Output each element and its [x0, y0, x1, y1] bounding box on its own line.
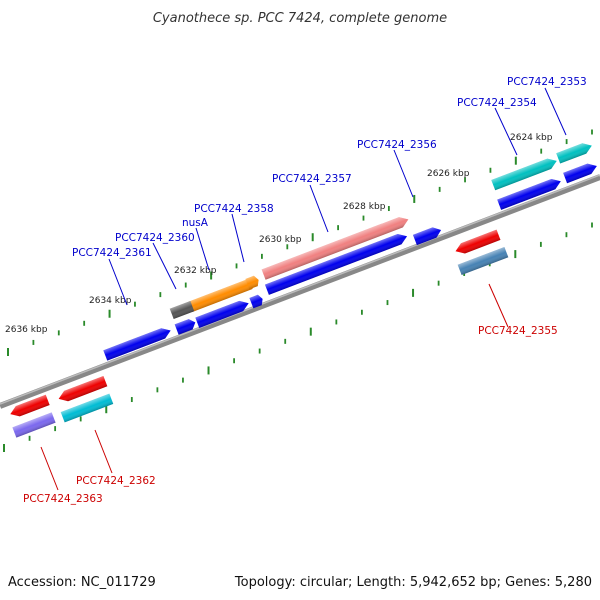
leader-line-nusA	[195, 227, 210, 271]
gene-feature-PCC7424_2357	[261, 217, 409, 280]
cds-feature-PCC7424_2356	[412, 227, 442, 246]
leader-line-2354	[494, 107, 518, 156]
scale-label-2628: 2628 kbp	[343, 202, 386, 212]
genome-summary-text: Topology: circular; Length: 5,942,652 bp…	[234, 575, 592, 590]
gene-feature-nusA	[188, 278, 258, 312]
cds-feature-PCC7424_2360-shading	[174, 319, 196, 335]
genome-backbone	[0, 174, 600, 409]
gene-label-PCC7424_2354: PCC7424_2354	[457, 97, 537, 109]
genome-backbone-highlight	[0, 174, 600, 405]
cds-feature-PCC7424_2355-shading	[455, 229, 501, 254]
leader-line-2357	[309, 184, 329, 233]
gene-feature-PCC7424_2363	[12, 412, 56, 438]
gene-label-PCC7424_2357: PCC7424_2357	[272, 173, 352, 185]
leader-line-2358	[231, 213, 245, 263]
cds-feature-PCC7424_2360	[174, 319, 196, 335]
scale-ticks	[3, 129, 593, 452]
scale-label-2626: 2626 kbp	[427, 169, 470, 179]
gene-label-PCC7424_2353: PCC7424_2353	[507, 76, 587, 88]
leader-line-2361	[108, 258, 128, 306]
cds-feature-PCC7424_2354	[497, 178, 561, 210]
scale-label-2634: 2634 kbp	[89, 296, 132, 306]
gene-label-PCC7424_2363: PCC7424_2363	[23, 493, 103, 505]
cds-feature-PCC7424_2356-shading	[412, 227, 442, 246]
gene-feature-PCC7424_2354-shading	[491, 158, 557, 191]
scale-label-2636: 2636 kbp	[5, 325, 48, 335]
gene-label-PCC7424_2356: PCC7424_2356	[357, 139, 437, 151]
leader-line-2356	[393, 149, 414, 198]
gene-feature-PCC7424_2354	[491, 158, 557, 191]
cds-feature-PCC7424_2357-shading	[264, 233, 408, 295]
cds-feature-PCC7424_2362-shading	[58, 375, 108, 402]
leader-line-2360	[152, 242, 177, 290]
scale-label-2632: 2632 kbp	[174, 266, 217, 276]
gene-feature-PCC7424_2360-shading	[169, 300, 195, 320]
cds-feature-PCC7424_2354-shading	[497, 178, 561, 210]
gene-feature-PCC7424_2355-shading	[457, 246, 509, 276]
cds-feature-PCC7424_2363-shading	[10, 394, 50, 417]
map-title: Cyanothece sp. PCC 7424, complete genome	[153, 11, 447, 26]
gene-feature-PCC7424_2353-shading	[556, 143, 592, 164]
gene-feature-PCC7424_2357-shading	[261, 217, 409, 280]
cds-feature-nusA	[195, 300, 249, 328]
leader-line-2353	[544, 87, 567, 136]
cds-feature-PCC7424_2363	[10, 394, 50, 417]
gene-feature-nusA-shading	[188, 278, 258, 312]
cds-feature-PCC7424_2362	[58, 375, 108, 402]
cds-feature-nusA-shading	[195, 300, 249, 328]
cds-feature-PCC7424_2358	[249, 294, 263, 309]
gene-feature-PCC7424_2358	[245, 275, 259, 290]
cds-feature-PCC7424_2355	[455, 229, 501, 254]
cds-feature-PCC7424_2361	[103, 328, 171, 361]
gene-feature-PCC7424_2362-shading	[60, 393, 114, 423]
gene-feature-PCC7424_2360	[169, 300, 195, 320]
gene-label-nusA: nusA	[182, 217, 209, 229]
gene-feature-PCC7424_2353	[556, 143, 592, 164]
leader-line-2355	[488, 283, 509, 328]
leader-lines	[40, 87, 567, 491]
gene-label-PCC7424_2361: PCC7424_2361	[72, 247, 152, 259]
gene-feature-PCC7424_2355	[457, 246, 509, 276]
gene-label-PCC7424_2358: PCC7424_2358	[194, 203, 274, 215]
scale-label-2630: 2630 kbp	[259, 235, 302, 245]
scale-label-2624: 2624 kbp	[510, 133, 553, 143]
leader-line-2363	[40, 446, 59, 491]
gene-feature-PCC7424_2363-shading	[12, 412, 56, 438]
cds-feature-PCC7424_2358-shading	[249, 294, 263, 309]
gene-feature-PCC7424_2362	[60, 393, 114, 423]
gene-label-PCC7424_2362: PCC7424_2362	[76, 475, 156, 487]
gene-feature-PCC7424_2358-shading	[245, 275, 259, 290]
accession-text: Accession: NC_011729	[8, 575, 156, 590]
cds-feature-PCC7424_2361-shading	[103, 328, 171, 361]
leader-line-2362	[94, 429, 113, 474]
gene-label-PCC7424_2360: PCC7424_2360	[115, 232, 195, 244]
gene-label-PCC7424_2355: PCC7424_2355	[478, 325, 558, 337]
cds-feature-PCC7424_2353-shading	[563, 163, 597, 184]
cds-feature-PCC7424_2357	[264, 233, 408, 295]
cds-feature-PCC7424_2353	[563, 163, 597, 184]
gene-features	[10, 143, 597, 438]
